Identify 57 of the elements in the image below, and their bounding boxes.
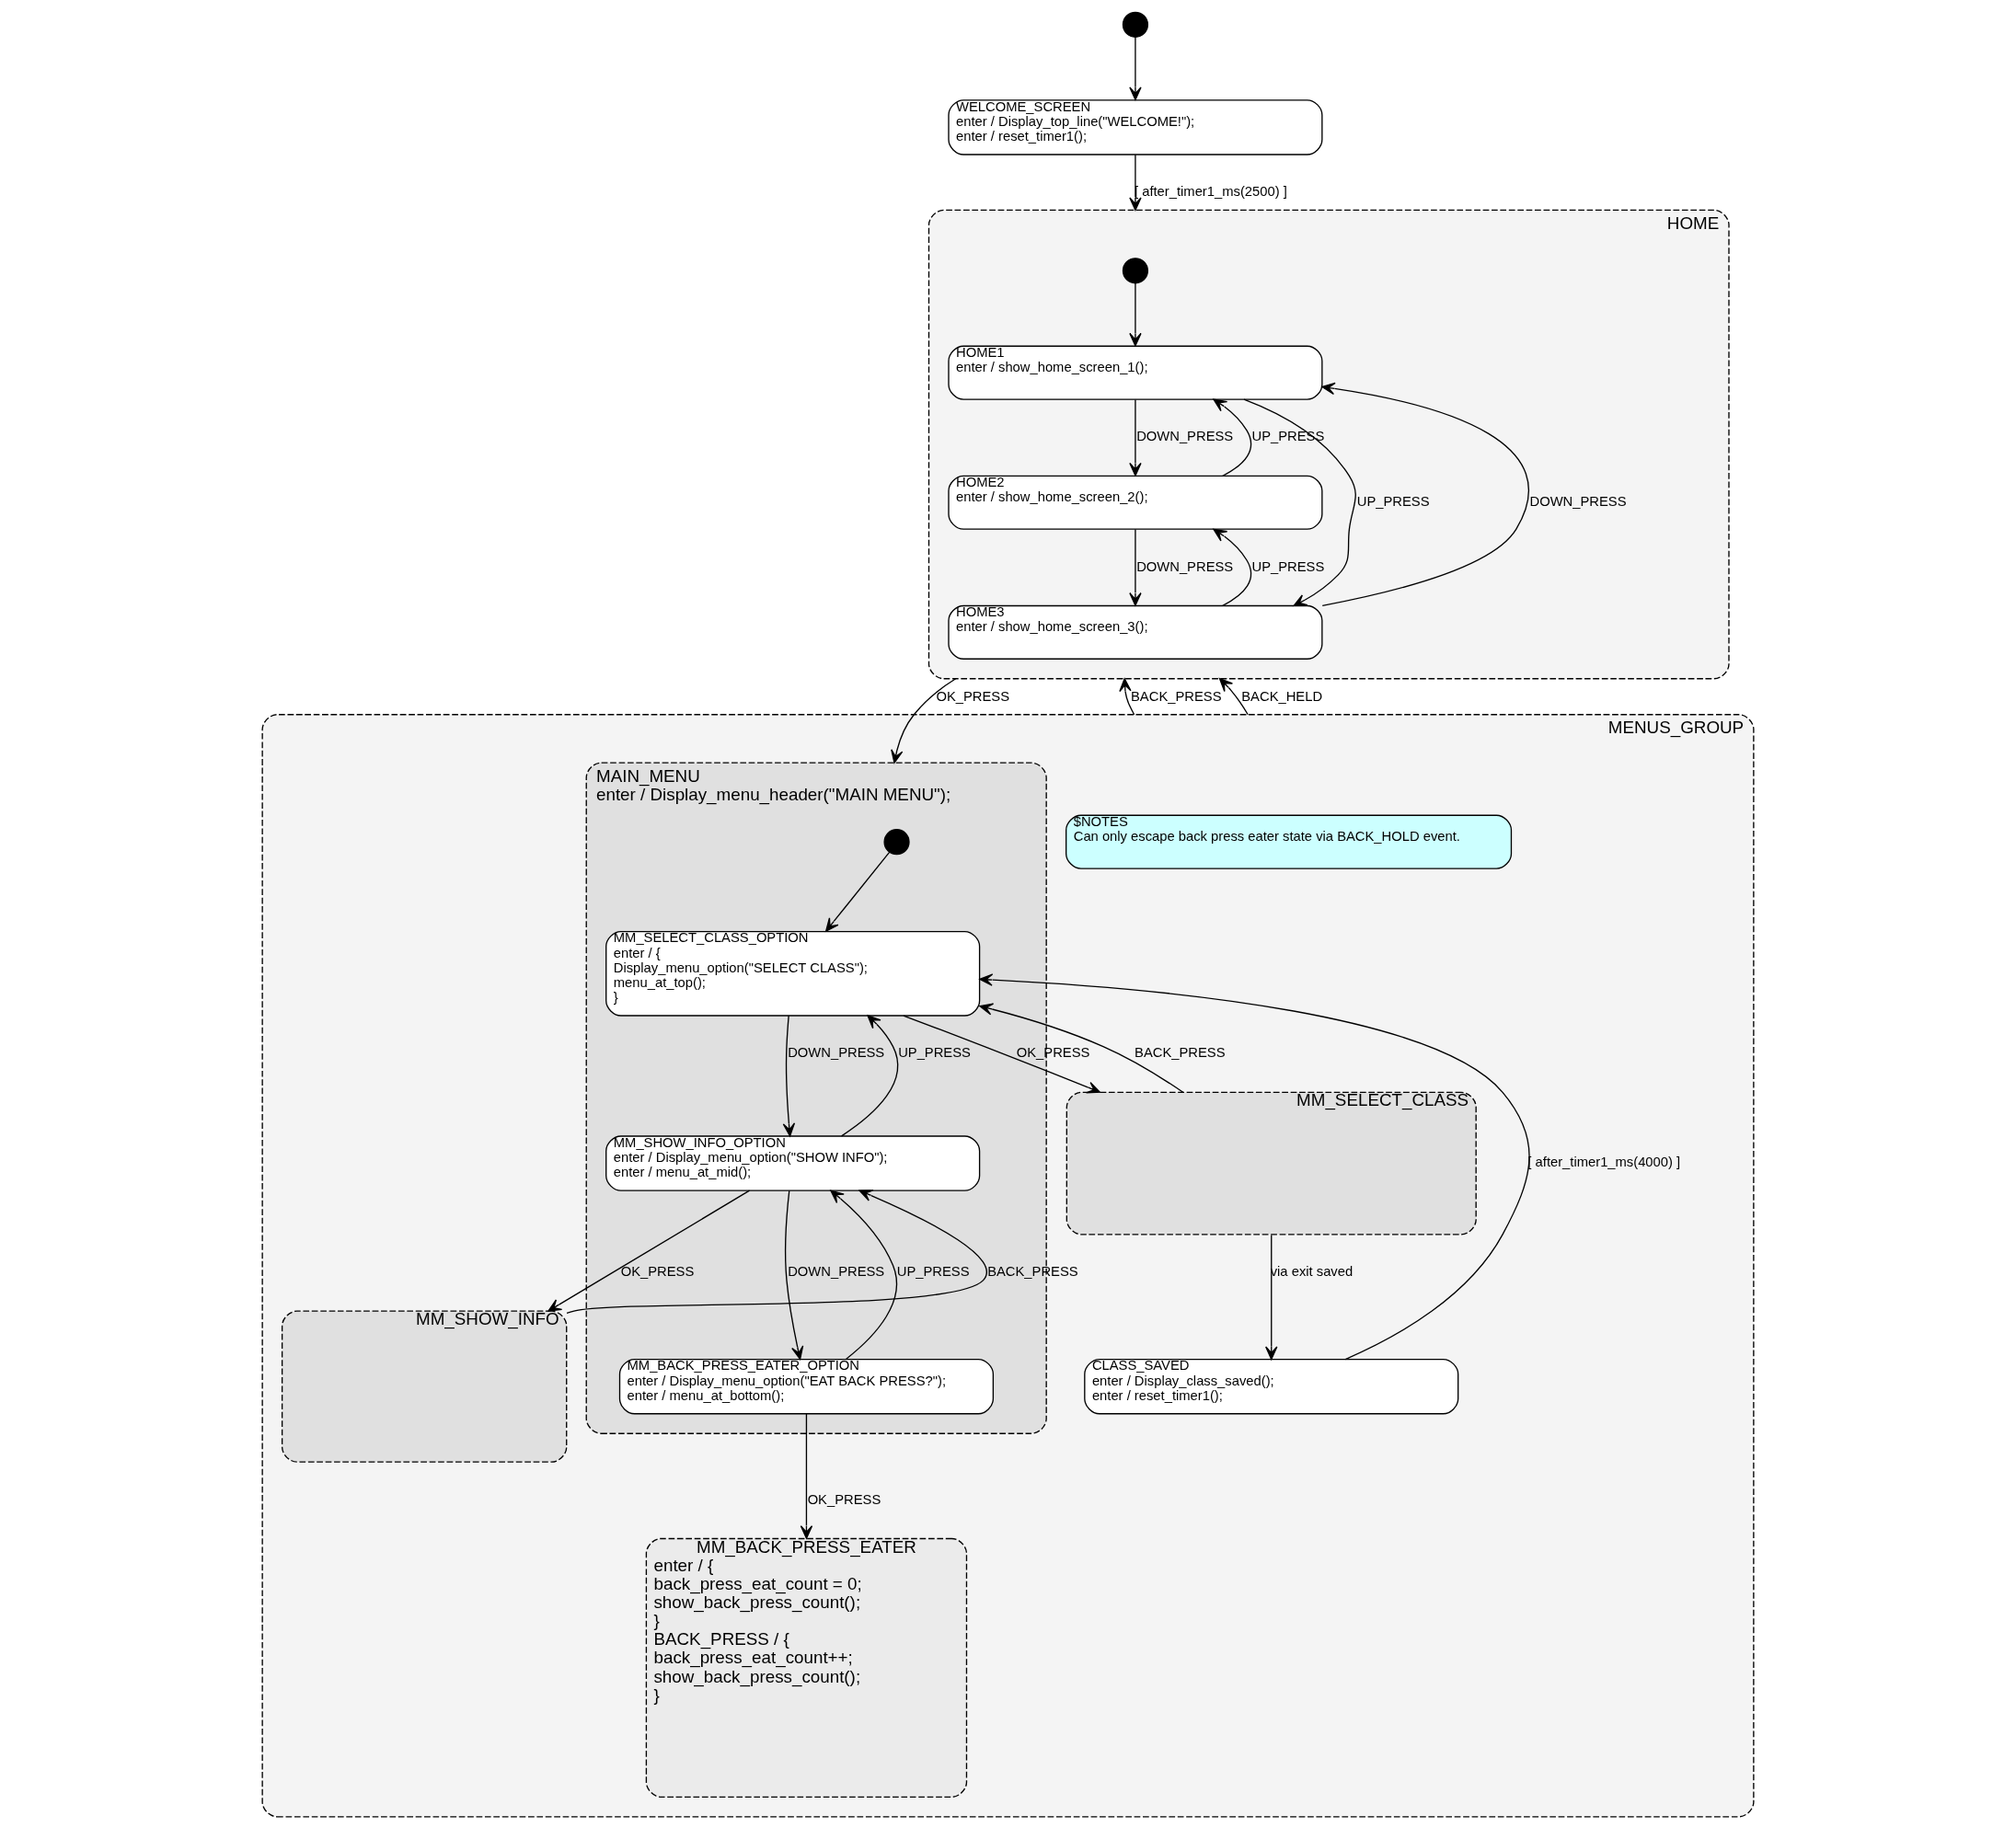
node-box: MM_BACK_PRESS_EATER enter / { back_press_eat_count = 0; show_back_press_count(); } BACK_PRESS / { back_press_eat_count++; show_back_press_count(); } [645, 1537, 968, 1798]
edge-label: [ after_timer1_ms(2500) ] [1135, 184, 1287, 200]
arrow [1129, 398, 1142, 477]
node-box: CLASS_SAVED enter / Display_class_saved(); enter / reset_timer1(); [1084, 1358, 1459, 1415]
arrow [1243, 398, 1356, 607]
edge-label: UP_PRESS [1356, 494, 1430, 510]
edge-label: OK_PRESS [1016, 1045, 1090, 1061]
node-box: MM_SELECT_CLASS_OPTION enter / { Display_menu_option("SELECT CLASS"); menu_at_top(); } [605, 930, 981, 1017]
edge-label: BACK_PRESS [1131, 688, 1222, 704]
edge-label: OK_PRESS [936, 688, 1009, 704]
node-circle [1122, 258, 1149, 284]
arrow [903, 1015, 1100, 1094]
node-box: MM_SHOW_INFO_OPTION enter / Display_menu_option("SHOW INFO"); enter / menu_at_mid(); [605, 1135, 981, 1191]
arrow [1218, 678, 1249, 716]
node-box: MM_SELECT_CLASS [1066, 1091, 1477, 1236]
arrow [840, 1015, 899, 1137]
node-circle [883, 829, 910, 856]
edge-label: DOWN_PRESS [1136, 558, 1234, 574]
node-box: HOME1 enter / show_home_screen_1(); [948, 345, 1323, 400]
node-box: MM_SHOW_INFO [281, 1310, 568, 1463]
edge-label: DOWN_PRESS [1136, 429, 1234, 444]
arrow [979, 1003, 1184, 1093]
edge-label: DOWN_PRESS [788, 1045, 885, 1061]
edge-label: DOWN_PRESS [1529, 494, 1627, 510]
arrow [785, 1190, 804, 1361]
arrow [1119, 678, 1135, 716]
arrow [566, 1190, 987, 1315]
arrow [1129, 154, 1142, 212]
arrow [547, 1190, 751, 1312]
edge-label: DOWN_PRESS [788, 1264, 885, 1280]
node-box: HOME3 enter / show_home_screen_3(); [948, 604, 1323, 660]
edge-label: BACK_PRESS [987, 1264, 1078, 1280]
edge-label: BACK_HELD [1241, 688, 1323, 704]
arrow [1213, 398, 1252, 477]
arrow [979, 973, 1530, 1361]
arrow [1129, 528, 1142, 606]
arrow [891, 678, 957, 764]
arrow [825, 851, 891, 932]
arrow [782, 1015, 796, 1137]
node-box: WELCOME_SCREEN enter / Display_top_line("WELCOME!"); enter / reset_timer1(); [948, 99, 1323, 155]
node-box: HOME2 enter / show_home_screen_2(); [948, 475, 1323, 530]
edge-label: UP_PRESS [1251, 558, 1325, 574]
arrow [1321, 382, 1530, 607]
edge-label: BACK_PRESS [1135, 1045, 1226, 1061]
arrow [830, 1190, 898, 1360]
node-circle [1122, 11, 1149, 38]
arrow [1129, 37, 1142, 101]
node-box: MM_BACK_PRESS_EATER_OPTION enter / Display_menu_option("EAT BACK PRESS?"); enter / menu_at_bottom(); [618, 1358, 995, 1415]
edge-label: OK_PRESS [807, 1491, 881, 1507]
edge-label: UP_PRESS [896, 1264, 970, 1280]
edge-label: OK_PRESS [620, 1264, 695, 1280]
edge-label: UP_PRESS [898, 1045, 971, 1061]
node-box: $NOTES Can only escape back press eater state via BACK_HOLD event. [1066, 814, 1513, 869]
arrow [1129, 282, 1142, 347]
arrow [800, 1413, 813, 1539]
arrow [1265, 1234, 1278, 1361]
arrow [1213, 528, 1252, 607]
